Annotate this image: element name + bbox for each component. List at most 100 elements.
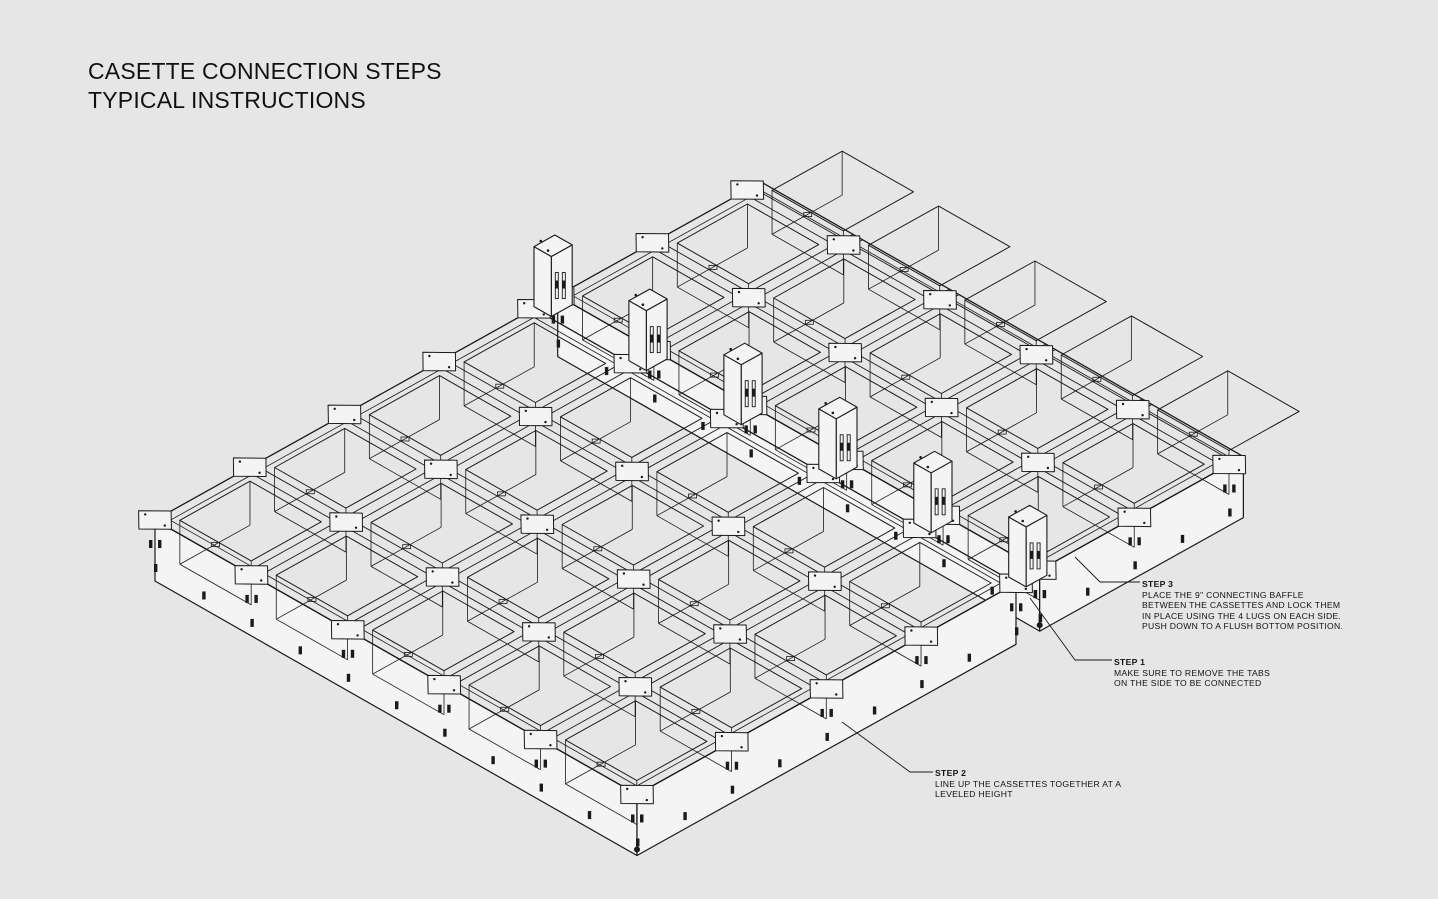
cell-floor-edge (370, 566, 443, 608)
inner-tab (708, 264, 718, 270)
connector-plate (904, 626, 939, 646)
cell-opening (771, 150, 914, 232)
cell-floor-edge (849, 625, 922, 667)
inner-tab (403, 651, 413, 657)
cell-floor-edge (1157, 453, 1230, 495)
leader-step-1 (1029, 597, 1112, 661)
inner-tab (591, 438, 601, 444)
connector-plate (329, 512, 363, 532)
side-slot (845, 504, 850, 513)
plate-bolt (832, 238, 835, 241)
cell-opening (1157, 370, 1300, 451)
baffle-end-face (930, 460, 953, 534)
side-slot (1180, 534, 1185, 543)
cell-floor-edge (773, 302, 844, 343)
grid-bar (254, 464, 737, 740)
inner-tab (305, 489, 315, 495)
side-slot (846, 442, 851, 451)
baffle-bolt (736, 357, 740, 361)
side-slot (1232, 484, 1236, 493)
inner-tab (999, 537, 1009, 543)
plate-bolt (929, 293, 932, 296)
cell-floor-edge (1062, 467, 1134, 508)
side-slot (202, 591, 206, 600)
cell-opening (563, 592, 706, 674)
grid-bar (339, 416, 822, 692)
grid-bar (443, 358, 927, 634)
cell-floor-edge (369, 458, 441, 500)
plate-bolt (529, 732, 532, 736)
side-slot (587, 811, 592, 820)
connector-plate (808, 571, 842, 591)
side-slot (250, 618, 254, 627)
cell-floor-edge (966, 451, 1039, 493)
cell-opening (465, 430, 608, 511)
plate-bolt (740, 746, 743, 749)
side-slot (350, 649, 355, 658)
note-step-1-line: ON THE SIDE TO BE CONNECTED (1114, 678, 1262, 689)
cell-floor-edge (754, 638, 826, 679)
connector-plate (232, 457, 267, 477)
connector-plate (522, 622, 556, 642)
inner-tab (497, 491, 506, 497)
side-slot (941, 496, 946, 505)
side-slot (346, 673, 351, 682)
connector-plate (518, 406, 553, 427)
inner-tab (806, 427, 816, 433)
plate-bolt (1024, 587, 1028, 591)
connector-plate (828, 342, 863, 363)
connecting-baffles (533, 234, 1048, 588)
cell-opening (561, 484, 705, 566)
plate-bolt (451, 581, 454, 584)
baffle-bolt (1021, 519, 1024, 523)
side-slot (849, 480, 854, 489)
plate-bolt (260, 579, 263, 582)
plate-bolt (640, 475, 644, 479)
plate-bolt (948, 304, 951, 307)
side-slot (1133, 561, 1137, 570)
cell-opening (564, 700, 708, 781)
inner-tab (688, 493, 697, 499)
inner-tab (596, 761, 606, 767)
plate-bolt (642, 583, 645, 586)
note-step-2-heading: STEP 2 (935, 768, 967, 778)
plate-bolt (238, 460, 242, 463)
cell-floor-edge (754, 677, 827, 720)
cell-floor-edge (964, 343, 1037, 386)
inner-tab (1094, 484, 1103, 490)
plate-bolt (549, 744, 552, 747)
plate-bolt (240, 568, 243, 571)
plate-bolt (429, 462, 433, 465)
note-step-2-line: LINE UP THE CASSETTES TOGETHER AT A (935, 778, 1122, 789)
baffle-side-face (1008, 516, 1027, 588)
connector-plate (1115, 399, 1150, 420)
plate-bolt (1025, 347, 1028, 351)
cell-floor-edge (565, 783, 637, 825)
cell-floor-edge (753, 531, 824, 571)
plate-bolt (661, 247, 664, 250)
connector-plate (1212, 454, 1247, 475)
side-slot (730, 785, 735, 794)
corner-hole (1036, 622, 1043, 629)
plate-bolt (812, 466, 815, 470)
side-slot (636, 838, 640, 847)
plate-bolt (737, 530, 740, 534)
cell-floor-edge (560, 421, 631, 462)
side-slot (1015, 627, 1019, 636)
side-slot (924, 656, 928, 665)
connector-plate (826, 235, 861, 255)
plate-bolt (527, 625, 531, 628)
plate-bolt (755, 194, 759, 197)
cell-floor-edge (561, 568, 634, 610)
cell-floor-edge (869, 396, 942, 438)
cell-opening (676, 203, 820, 285)
side-slot (1019, 603, 1023, 612)
cell-opening (179, 480, 322, 562)
grid-bar (751, 186, 1235, 463)
plate-bolt (644, 691, 647, 694)
side-slot (298, 646, 302, 655)
plate-bolt (757, 302, 760, 305)
connector-plate (731, 287, 766, 308)
side-slot (556, 339, 561, 348)
